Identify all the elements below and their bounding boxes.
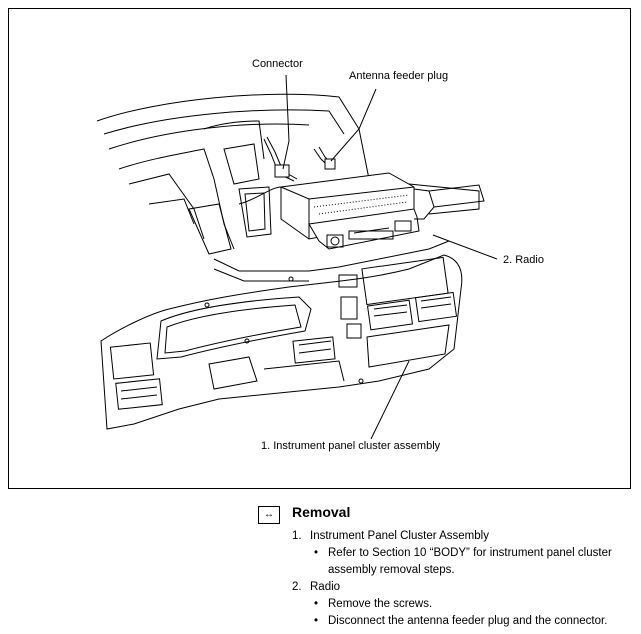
bullet-icon: • [314, 547, 319, 559]
callout-radio: 2. Radio [503, 254, 544, 266]
step-item: 1. Instrument Panel Cluster Assembly [258, 528, 641, 545]
dashboard-radio-illustration [96, 74, 498, 440]
removal-arrows-icon: ↔ [258, 506, 280, 524]
removal-title: Removal [292, 504, 351, 520]
step-number: 1. [292, 530, 302, 542]
step-number: 2. [292, 581, 302, 593]
step-text: Instrument Panel Cluster Assembly [310, 530, 489, 542]
bullet-icon: • [314, 598, 319, 610]
bullet-text: Refer to Section 10 “BODY” for instrumen… [328, 547, 612, 559]
bullet-text: assembly removal steps. [328, 564, 455, 576]
step-text: Radio [310, 581, 341, 593]
callout-antenna-feeder-plug: Antenna feeder plug [349, 70, 449, 82]
bullet-text: Disconnect the antenna feeder plug and t… [328, 615, 608, 627]
step-item: 2. Radio [258, 579, 641, 596]
bullet-text: Remove the screws. [328, 598, 433, 610]
step-list: 1. Instrument Panel Cluster Assembly • R… [258, 528, 641, 630]
bullet-item: • Refer to Section 10 “BODY” for instrum… [258, 545, 641, 562]
bullet-icon: • [314, 615, 319, 627]
removal-procedure: ↔ Removal 1. Instrument Panel Cluster As… [258, 504, 641, 630]
callout-connector: Connector [252, 58, 303, 70]
callout-instrument-panel: 1. Instrument panel cluster assembly [261, 440, 441, 452]
removal-heading: ↔ Removal [258, 504, 641, 528]
bullet-item: • Disconnect the antenna feeder plug and… [258, 613, 641, 630]
illustration-frame: Connector Antenna feeder plug 2. Radio 1… [8, 8, 631, 489]
bullet-continuation: assembly removal steps. [258, 562, 641, 579]
bullet-item: • Remove the screws. [258, 596, 641, 613]
